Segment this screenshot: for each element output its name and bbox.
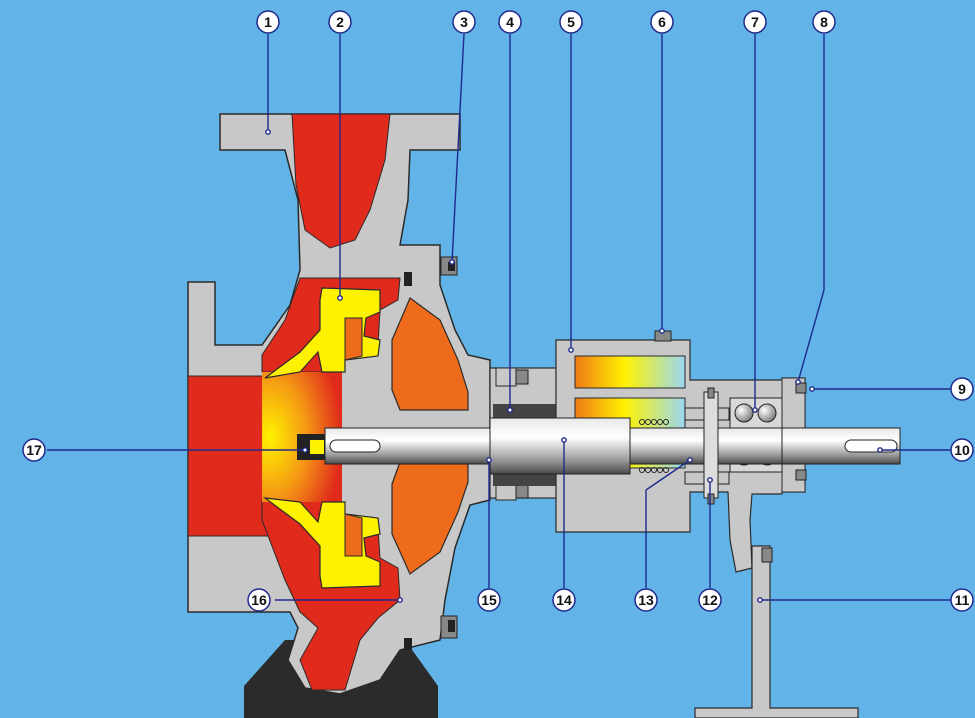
seal-spring <box>639 419 669 473</box>
seal-flange-top <box>495 367 517 387</box>
callout-9-label: 9 <box>958 381 966 397</box>
seal-gland-bolt <box>707 387 715 399</box>
impeller-pocket-lower <box>344 513 363 557</box>
callout-10: 10 <box>950 438 974 462</box>
keyway-impeller <box>329 439 381 453</box>
seal-gland-bolt <box>707 493 715 505</box>
impeller-pocket-upper <box>344 317 363 361</box>
callout-1: 1 <box>256 10 280 34</box>
gasket-top <box>404 272 412 286</box>
cover-bolt-top <box>795 382 807 394</box>
callout-4: 4 <box>498 10 522 34</box>
ball-bearing <box>734 403 754 423</box>
callout-15: 15 <box>477 588 501 612</box>
callout-2: 2 <box>328 10 352 34</box>
callout-15-label: 15 <box>481 592 497 608</box>
callout-2-label: 2 <box>336 14 344 30</box>
cover-bolt-bottom <box>795 469 807 481</box>
callout-9: 9 <box>950 377 974 401</box>
callout-13-label: 13 <box>638 592 654 608</box>
callout-1-label: 1 <box>264 14 272 30</box>
callout-12-label: 12 <box>702 592 718 608</box>
ball-bearing <box>757 403 777 423</box>
casing-bolt-bottom-nut <box>448 620 455 632</box>
callout-16-label: 16 <box>251 592 267 608</box>
callout-12: 12 <box>698 588 722 612</box>
callout-11-label: 11 <box>955 592 970 608</box>
leader-lines <box>47 33 951 603</box>
bracket-bolt <box>761 547 773 563</box>
callout-4-label: 4 <box>506 14 514 30</box>
callout-17: 17 <box>22 438 46 462</box>
callout-8-label: 8 <box>820 14 828 30</box>
callout-6-label: 6 <box>658 14 666 30</box>
shaft-sleeve <box>489 417 631 475</box>
keyway <box>844 439 898 453</box>
callout-3: 3 <box>452 10 476 34</box>
callout-7-label: 7 <box>751 14 759 30</box>
callout-16: 16 <box>247 588 271 612</box>
callout-14: 14 <box>552 588 576 612</box>
oil-chamber-upper <box>574 355 686 389</box>
callout-8: 8 <box>812 10 836 34</box>
callout-5-label: 5 <box>567 14 575 30</box>
seal-bolt-top <box>515 369 529 385</box>
casing-bolt-top-nut <box>448 262 455 271</box>
rear-cavity-upper <box>391 297 469 411</box>
rear-cavity-lower <box>391 461 469 575</box>
callout-13: 13 <box>634 588 658 612</box>
callout-17-label: 17 <box>26 442 42 458</box>
callout-10-label: 10 <box>954 442 970 458</box>
impeller-nut-cap <box>310 440 324 454</box>
callout-7: 7 <box>743 10 767 34</box>
callout-3-label: 3 <box>460 14 468 30</box>
discharge-channel <box>291 113 391 249</box>
gasket-bottom <box>404 638 412 650</box>
callout-11: 11 <box>950 588 974 612</box>
callout-5: 5 <box>559 10 583 34</box>
suction-inlet <box>187 375 271 537</box>
callout-14-label: 14 <box>556 592 572 608</box>
callout-6: 6 <box>650 10 674 34</box>
support-bracket <box>694 545 859 718</box>
seal-bolt-bottom <box>515 483 529 499</box>
